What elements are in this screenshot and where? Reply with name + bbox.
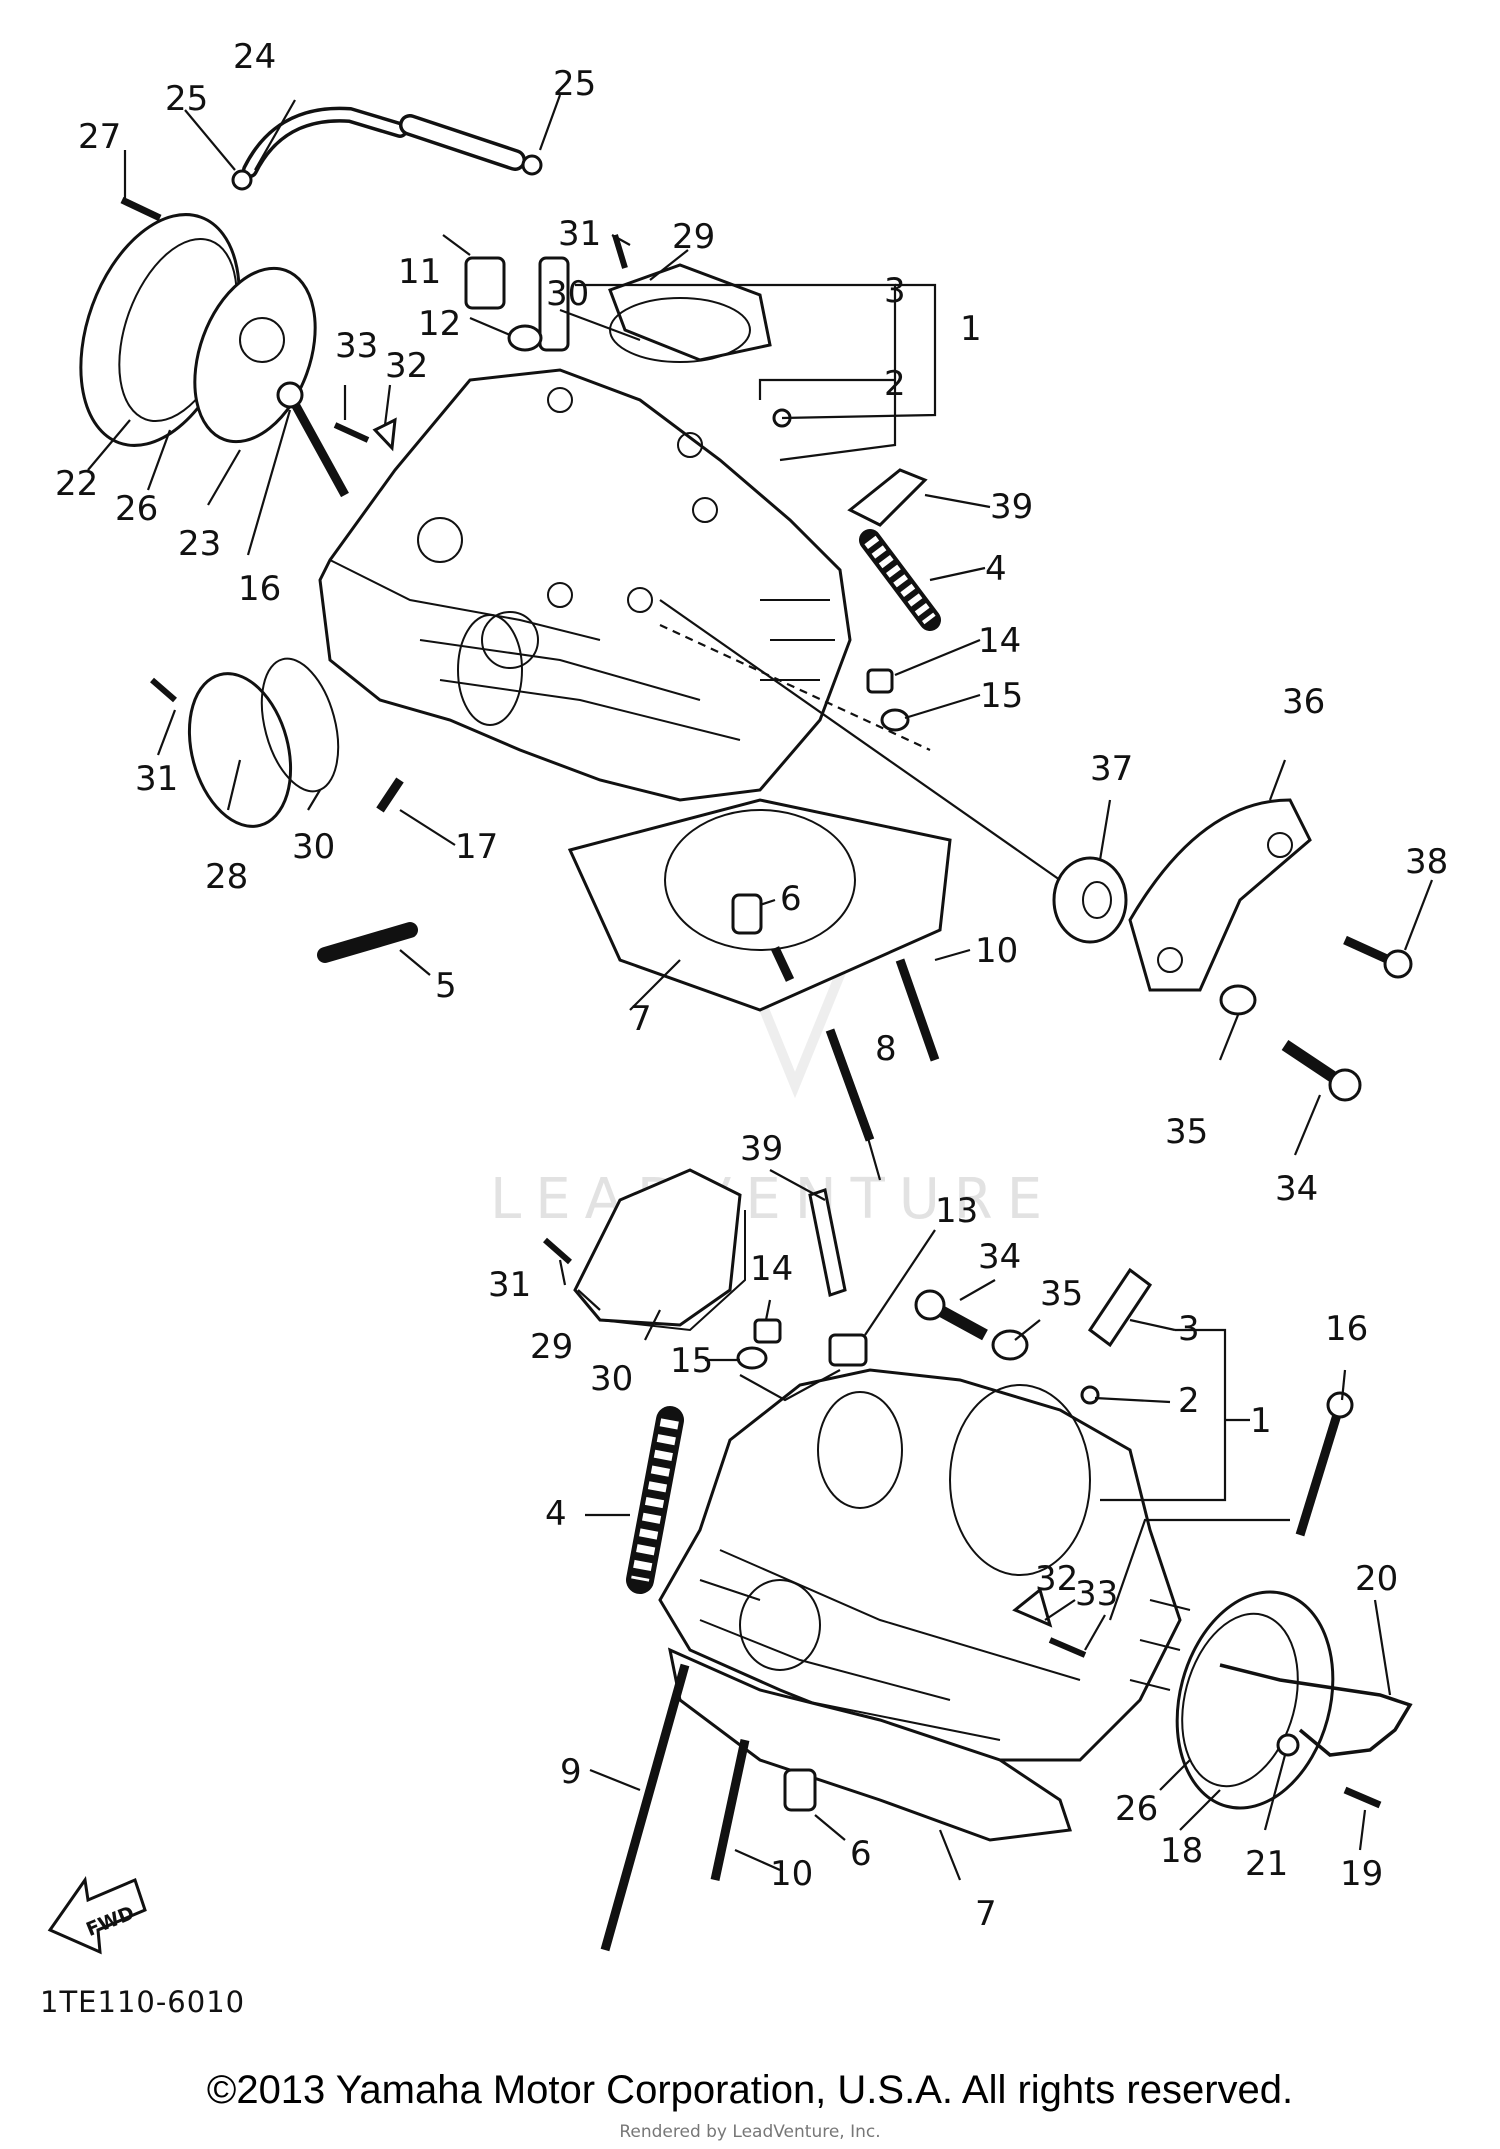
callout-34: 34 bbox=[1275, 1169, 1318, 1209]
callout-10: 10 bbox=[770, 1854, 813, 1894]
callout-29: 29 bbox=[530, 1327, 573, 1367]
callout-35: 35 bbox=[1165, 1112, 1208, 1152]
rendered-by-note: Rendered by LeadVenture, Inc. bbox=[619, 2122, 881, 2142]
callout-12: 12 bbox=[418, 304, 461, 344]
callout-13: 13 bbox=[935, 1191, 978, 1231]
callout-5: 5 bbox=[435, 966, 457, 1006]
callout-28: 28 bbox=[205, 857, 248, 897]
callout-3: 3 bbox=[884, 271, 906, 311]
callout-6: 6 bbox=[780, 879, 802, 919]
callout-31: 31 bbox=[488, 1265, 531, 1305]
callout-31: 31 bbox=[558, 214, 601, 254]
callout-20: 20 bbox=[1355, 1559, 1398, 1599]
callout-15: 15 bbox=[670, 1341, 713, 1381]
callout-30: 30 bbox=[292, 827, 335, 867]
callout-19: 19 bbox=[1340, 1854, 1383, 1894]
callout-32: 32 bbox=[1035, 1559, 1078, 1599]
callout-25: 25 bbox=[165, 79, 208, 119]
lower-cylinder-head: FWD bbox=[47, 1168, 1413, 1955]
callout-26: 26 bbox=[115, 489, 158, 529]
callout-33: 33 bbox=[335, 326, 378, 366]
fwd-arrow-icon: FWD bbox=[47, 1876, 147, 1955]
callout-21: 21 bbox=[1245, 1844, 1288, 1884]
callout-22: 22 bbox=[55, 464, 98, 504]
callouts-bottom: 39 13 31 14 34 35 3 16 29 30 15 2 1 4 32… bbox=[488, 1129, 1398, 1934]
callout-38: 38 bbox=[1405, 842, 1448, 882]
callout-16: 16 bbox=[1325, 1309, 1368, 1349]
callout-24: 24 bbox=[233, 37, 276, 77]
callout-16: 16 bbox=[238, 569, 281, 609]
callout-14: 14 bbox=[978, 621, 1021, 661]
callout-3: 3 bbox=[1178, 1309, 1200, 1349]
callout-14: 14 bbox=[750, 1249, 793, 1289]
watermark-text: LEADVENTURE bbox=[490, 1167, 1056, 1232]
callout-7: 7 bbox=[630, 999, 652, 1039]
callout-33: 33 bbox=[1075, 1574, 1118, 1614]
callout-30: 30 bbox=[590, 1359, 633, 1399]
callout-30: 30 bbox=[546, 274, 589, 314]
callout-39: 39 bbox=[740, 1129, 783, 1169]
callout-36: 36 bbox=[1282, 682, 1325, 722]
upper-cylinder-head bbox=[79, 94, 1434, 1181]
callout-1: 1 bbox=[960, 309, 982, 349]
copyright-notice: ©2013 Yamaha Motor Corporation, U.S.A. A… bbox=[206, 2068, 1294, 2112]
callout-37: 37 bbox=[1090, 749, 1133, 789]
callout-11: 11 bbox=[398, 252, 441, 292]
callout-8: 8 bbox=[875, 1029, 897, 1069]
callouts-top: 24 25 25 27 31 29 11 3 30 12 2 1 33 32 2… bbox=[55, 37, 1448, 1209]
callout-4: 4 bbox=[985, 549, 1007, 589]
callout-18: 18 bbox=[1160, 1831, 1203, 1871]
callout-29: 29 bbox=[672, 217, 715, 257]
callout-7: 7 bbox=[975, 1894, 997, 1934]
callout-27: 27 bbox=[78, 117, 121, 157]
callout-39: 39 bbox=[990, 487, 1033, 527]
callout-10: 10 bbox=[975, 931, 1018, 971]
callout-25: 25 bbox=[553, 64, 596, 104]
callout-35: 35 bbox=[1040, 1274, 1083, 1314]
callout-31: 31 bbox=[135, 759, 178, 799]
callout-17: 17 bbox=[455, 827, 498, 867]
callout-4: 4 bbox=[545, 1494, 567, 1534]
callout-23: 23 bbox=[178, 524, 221, 564]
callout-34: 34 bbox=[978, 1237, 1021, 1277]
callout-26: 26 bbox=[1115, 1789, 1158, 1829]
callout-9: 9 bbox=[560, 1752, 582, 1792]
callout-6: 6 bbox=[850, 1834, 872, 1874]
callout-32: 32 bbox=[385, 346, 428, 386]
diagram-code: 1TE110-6010 bbox=[40, 1985, 246, 2019]
callout-2: 2 bbox=[1178, 1381, 1200, 1421]
callout-15: 15 bbox=[980, 676, 1023, 716]
callout-1: 1 bbox=[1250, 1401, 1272, 1441]
callout-2: 2 bbox=[884, 364, 906, 404]
